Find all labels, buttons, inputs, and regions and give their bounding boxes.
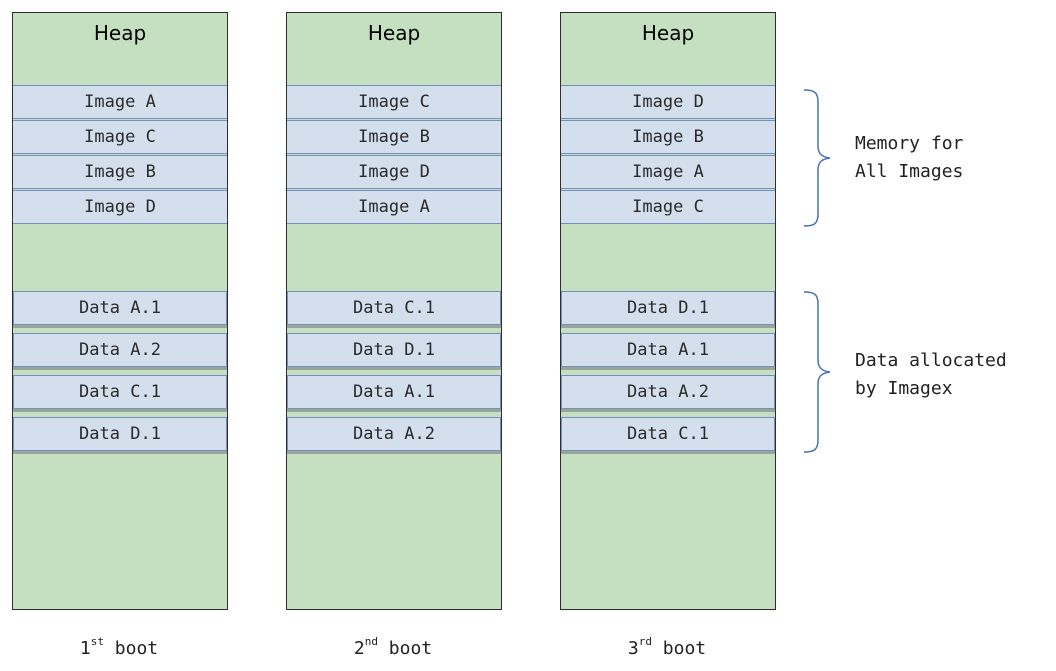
image-block: Image B [287, 120, 501, 154]
data-block: Data A.1 [13, 291, 227, 325]
heap-column-boot-2: Heap Image C Image B Image D Image A Dat… [286, 12, 502, 610]
boot-number: 3 [627, 638, 639, 659]
heap-label: Heap [93, 21, 147, 45]
image-block: Image D [561, 85, 775, 119]
image-block: Image D [13, 190, 227, 224]
image-block: Image A [287, 190, 501, 224]
data-block: Data A.2 [561, 375, 775, 409]
boot-label-1: 1st boot [12, 635, 226, 659]
boot-suffix: nd [364, 635, 378, 648]
image-block: Image C [13, 120, 227, 154]
boot-word: boot [377, 638, 433, 659]
data-block: Data A.2 [287, 417, 501, 451]
heap-label: Heap [367, 21, 421, 45]
data-block: Data C.1 [561, 417, 775, 451]
data-block: Data A.1 [287, 375, 501, 409]
heap-column-boot-3: Heap Image D Image B Image A Image C Dat… [560, 12, 776, 610]
images-annotation-line-2: All Images [855, 161, 964, 182]
data-block: Data D.1 [287, 333, 501, 367]
boot-number: 2 [353, 638, 365, 659]
boot-label-2: 2nd boot [286, 635, 500, 659]
data-annotation-line-2: by Imagex [855, 378, 953, 399]
boot-suffix: rd [638, 635, 652, 648]
boot-word: boot [103, 638, 159, 659]
image-block: Image C [287, 85, 501, 119]
image-block: Image C [561, 190, 775, 224]
heap-label: Heap [641, 21, 695, 45]
image-block: Image D [287, 155, 501, 189]
image-block: Image B [561, 120, 775, 154]
data-block: Data C.1 [287, 291, 501, 325]
boot-word: boot [651, 638, 707, 659]
images-brace-icon [803, 89, 831, 227]
data-block: Data D.1 [561, 291, 775, 325]
data-block: Data A.1 [561, 333, 775, 367]
heap-column-boot-1: Heap Image A Image C Image B Image D Dat… [12, 12, 228, 610]
data-annotation: Data allocated by Imagex [855, 347, 1007, 403]
image-block: Image A [13, 85, 227, 119]
boot-number: 1 [79, 638, 91, 659]
data-brace-icon [803, 291, 831, 453]
data-block: Data C.1 [13, 375, 227, 409]
image-block: Image A [561, 155, 775, 189]
image-block: Image B [13, 155, 227, 189]
data-block: Data D.1 [13, 417, 227, 451]
images-annotation-line-1: Memory for [855, 133, 964, 154]
data-annotation-line-1: Data allocated [855, 350, 1007, 371]
data-block: Data A.2 [13, 333, 227, 367]
boot-label-3: 3rd boot [560, 635, 774, 659]
boot-suffix: st [90, 635, 104, 648]
